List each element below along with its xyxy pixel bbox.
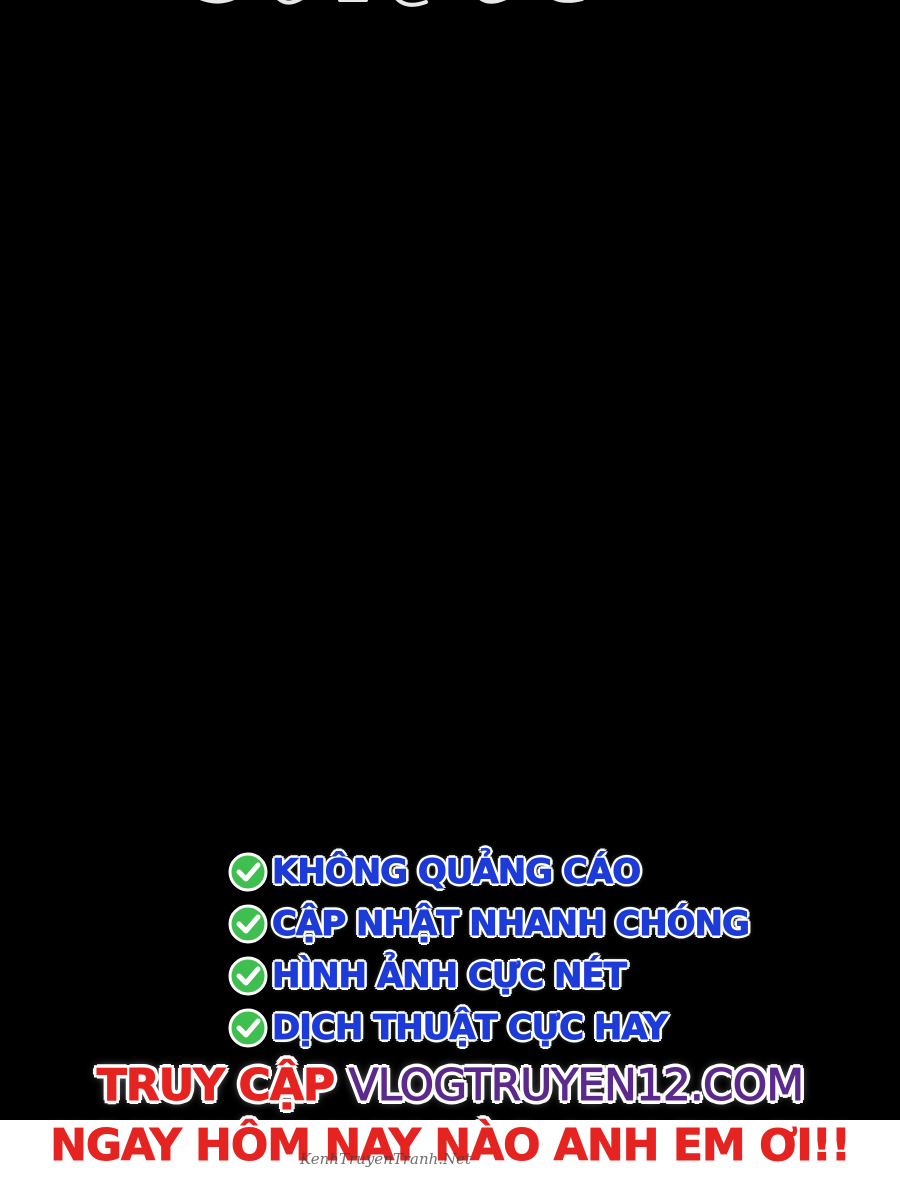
check-circle-icon bbox=[228, 956, 268, 996]
feature-label: DỊCH THUẬT CỰC HAY bbox=[272, 1008, 669, 1048]
check-circle-icon bbox=[228, 852, 268, 892]
brush-stroke-decoration bbox=[199, 0, 584, 7]
feature-list: KHÔNG QUẢNG CÁO CẬP NHẬT NHANH CHÓNG HÌN… bbox=[228, 846, 868, 1054]
promo-callout-text: NGAY HÔM NAY NÀO ANH EM ƠI!! bbox=[50, 1120, 852, 1171]
check-circle-icon bbox=[228, 1008, 268, 1048]
promo-visit-label: TRUY CẬP bbox=[96, 1060, 335, 1111]
promo-line-callout: NGAY HÔM NAY NÀO ANH EM ƠI!! bbox=[0, 1123, 900, 1168]
check-circle-icon bbox=[228, 904, 268, 944]
feature-item: CẬP NHẬT NHANH CHÓNG bbox=[228, 898, 868, 950]
promo-site-link[interactable]: VLOGTRUYEN12.COM bbox=[348, 1060, 805, 1111]
feature-label: KHÔNG QUẢNG CÁO bbox=[271, 852, 641, 892]
promo-line-visit: TRUY CẬP VLOGTRUYEN12.COM bbox=[0, 1063, 900, 1108]
feature-label: CẬP NHẬT NHANH CHÓNG bbox=[272, 904, 751, 944]
feature-item: KHÔNG QUẢNG CÁO bbox=[228, 846, 868, 898]
feature-item: DỊCH THUẬT CỰC HAY bbox=[228, 1002, 868, 1054]
feature-label: HÌNH ẢNH CỰC NÉT bbox=[272, 956, 628, 996]
bottom-white-band bbox=[0, 1120, 900, 1196]
watermark-text: KenhTruyenTranh.Net bbox=[300, 1150, 472, 1168]
feature-item: HÌNH ẢNH CỰC NÉT bbox=[228, 950, 868, 1002]
